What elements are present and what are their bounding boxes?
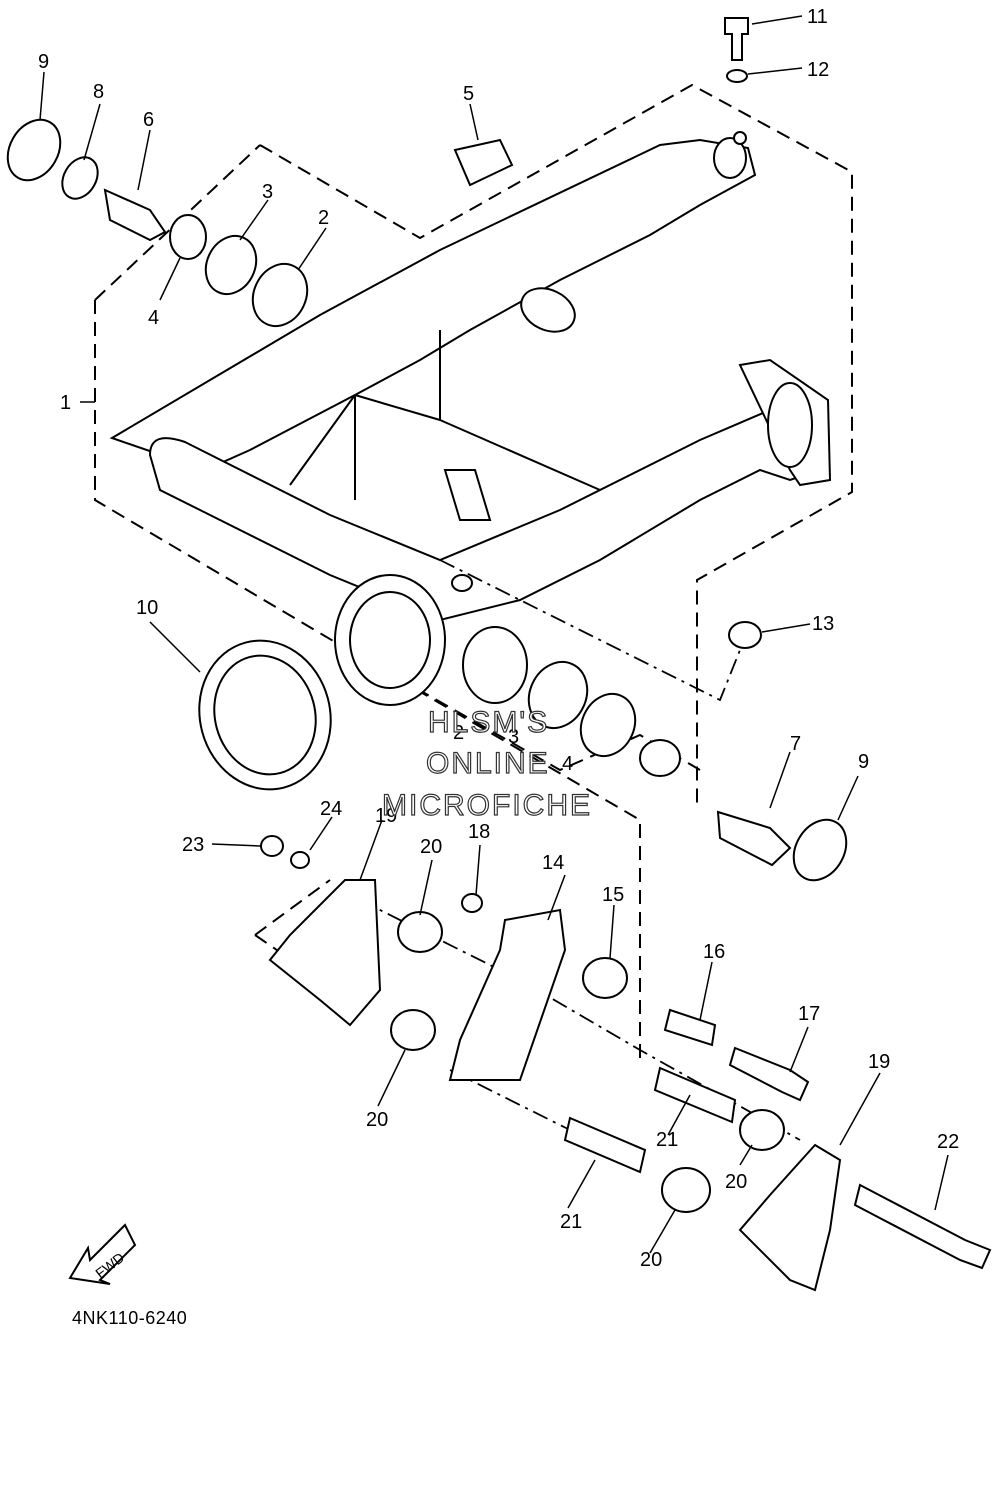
watermark: HLSM'S ONLINE MICROFICHE bbox=[381, 705, 592, 822]
watermark-line-3: MICROFICHE bbox=[382, 789, 592, 822]
swingarm bbox=[109, 131, 832, 706]
callout-19-right: 19 bbox=[868, 1051, 890, 1073]
nut-part-18 bbox=[461, 893, 483, 913]
collar-part-20-c bbox=[739, 1109, 785, 1151]
cap-part-13 bbox=[728, 621, 762, 649]
callout-1: 1 bbox=[60, 392, 71, 414]
bolt-part-11 bbox=[724, 17, 749, 61]
pin-part-21-a bbox=[653, 1066, 737, 1124]
washer-part-24 bbox=[290, 851, 310, 869]
nut-part-8 bbox=[61, 156, 99, 200]
callout-19-left: 19 bbox=[375, 805, 397, 827]
bearing-part-2-right bbox=[527, 660, 589, 730]
callout-labels: 1 2 3 4 5 6 8 9 11 12 13 7 9 10 2 3 4 24… bbox=[38, 6, 959, 1271]
collar-part-20-d bbox=[661, 1167, 711, 1213]
callout-21-a: 21 bbox=[656, 1129, 678, 1151]
callout-11: 11 bbox=[807, 6, 828, 28]
watermark-line-2: ONLINE bbox=[426, 747, 550, 780]
callout-3-mid: 3 bbox=[508, 726, 519, 748]
callout-20-a: 20 bbox=[420, 836, 442, 858]
leader-lines bbox=[39, 15, 949, 1254]
callout-24: 24 bbox=[320, 798, 342, 820]
bearing-part-2 bbox=[251, 262, 309, 328]
bolt-part-22 bbox=[853, 1183, 992, 1270]
rod-part-14 bbox=[448, 908, 567, 1081]
callout-13: 13 bbox=[812, 613, 834, 635]
collar-part-20-a bbox=[397, 911, 443, 953]
watermark-line-1: HLSM'S bbox=[428, 706, 549, 739]
washer-part-12 bbox=[726, 69, 748, 83]
seal-part-3-right bbox=[579, 692, 637, 758]
callout-14: 14 bbox=[542, 852, 564, 874]
diagram-code: 4NK110-6240 bbox=[72, 1308, 188, 1328]
shaft-part-6 bbox=[103, 188, 167, 242]
callout-5: 5 bbox=[463, 83, 474, 105]
callout-22: 22 bbox=[937, 1131, 959, 1153]
callout-18: 18 bbox=[468, 821, 490, 843]
callout-16: 16 bbox=[703, 941, 725, 963]
pad-part-5 bbox=[453, 138, 514, 187]
callout-23: 23 bbox=[182, 834, 204, 856]
axis-line bbox=[439, 559, 741, 702]
fwd-arrow-icon: FWD bbox=[68, 1223, 137, 1285]
callout-3-top: 3 bbox=[262, 181, 273, 203]
callout-7: 7 bbox=[790, 733, 801, 755]
callout-21-b: 21 bbox=[560, 1211, 582, 1233]
callout-12: 12 bbox=[807, 59, 829, 81]
callout-4-top: 4 bbox=[148, 307, 159, 329]
callout-20-b: 20 bbox=[366, 1109, 388, 1131]
collar-part-15 bbox=[582, 957, 628, 999]
callout-8: 8 bbox=[93, 81, 104, 103]
arm-part-19-right bbox=[738, 1143, 842, 1292]
collar-part-4 bbox=[169, 214, 207, 260]
callout-20-c: 20 bbox=[725, 1171, 747, 1193]
seal-part-3 bbox=[204, 234, 258, 296]
callout-2-top: 2 bbox=[318, 207, 329, 229]
callout-10: 10 bbox=[136, 597, 158, 619]
callout-2-mid: 2 bbox=[453, 722, 464, 744]
seal-part-9-right bbox=[792, 818, 848, 882]
callout-9-top: 9 bbox=[38, 51, 49, 73]
callout-17: 17 bbox=[798, 1003, 820, 1025]
collar-part-4-right bbox=[639, 739, 681, 777]
callout-15: 15 bbox=[602, 884, 624, 906]
callout-4-mid: 4 bbox=[562, 753, 573, 775]
seal-part-9 bbox=[6, 118, 62, 182]
pin-part-16 bbox=[663, 1008, 717, 1047]
collar-part-20-b bbox=[390, 1009, 436, 1051]
callout-6: 6 bbox=[143, 109, 154, 131]
pin-part-21-b bbox=[563, 1116, 647, 1174]
callout-20-d: 20 bbox=[640, 1249, 662, 1271]
shaft-part-7 bbox=[716, 810, 792, 867]
nut-part-23 bbox=[260, 835, 284, 857]
arm-part-19-left bbox=[268, 879, 382, 1027]
callout-9-right: 9 bbox=[858, 751, 869, 773]
